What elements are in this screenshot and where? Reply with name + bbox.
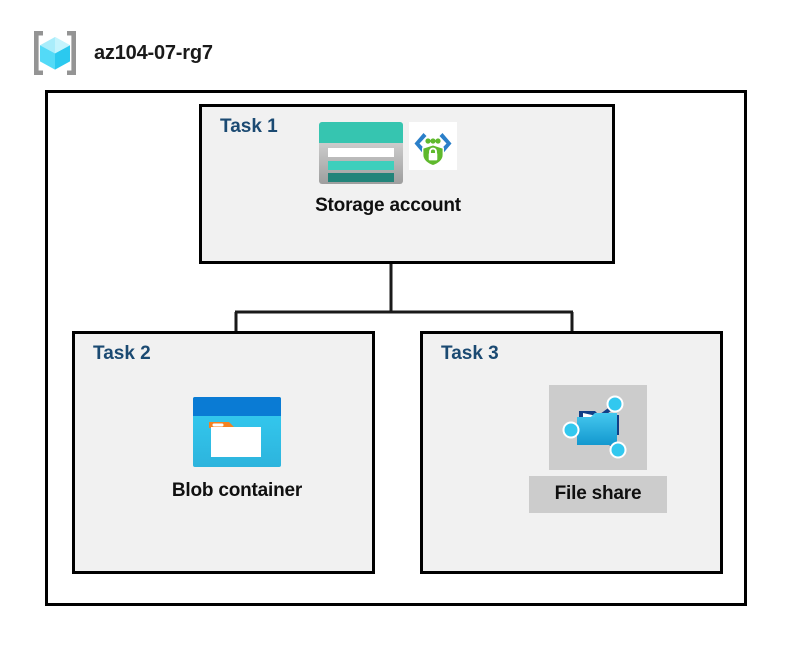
file-share-caption: File share (528, 476, 668, 513)
resource-group-name: az104-07-rg7 (94, 41, 213, 64)
task-1-label: Task 1 (220, 116, 278, 137)
blob-container-caption: Blob container (171, 480, 303, 501)
storage-account-caption: Storage account (315, 195, 461, 216)
node-blob-container[interactable]: Blob container (152, 395, 322, 502)
azure-storage-account-icon (319, 122, 403, 189)
task-box-1: Task 1 (199, 104, 615, 264)
task-2-label: Task 2 (93, 343, 151, 364)
azure-file-share-icon (549, 385, 647, 470)
task-3-label: Task 3 (441, 343, 499, 364)
task-box-2: Task 2 (72, 331, 375, 574)
resource-group-header: az104-07-rg7 (30, 28, 213, 78)
azure-blob-container-icon (191, 395, 283, 474)
storage-account-icon-row (319, 122, 457, 189)
node-file-share[interactable]: File share (508, 385, 688, 513)
azure-resource-group-icon (30, 28, 80, 78)
secure-endpoint-shield-lock-icon (409, 122, 457, 175)
node-storage-account[interactable]: Storage account (288, 122, 488, 217)
